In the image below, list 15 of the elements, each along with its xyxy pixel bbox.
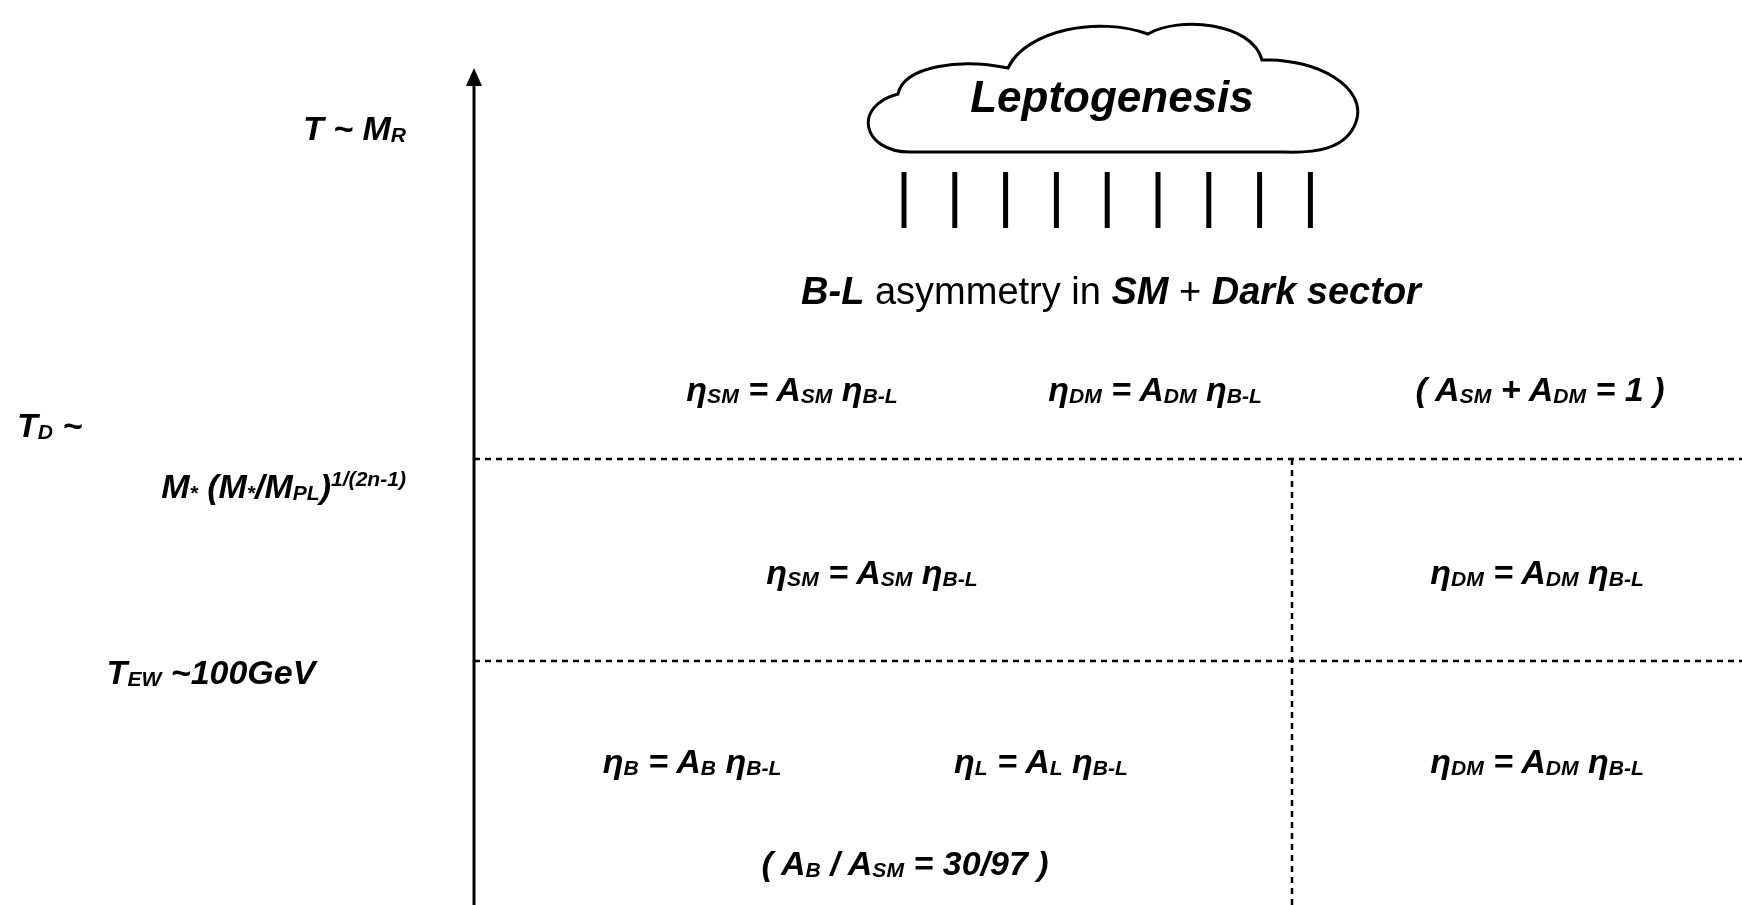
axis-label: M$_{*}$ (M$_{*}$/M$_{PL}$)$^{1/(2n-1)}$ (161, 465, 406, 507)
equation: η$_{L}$ = A$_{L}$ η$_{B-L}$ (954, 740, 1128, 782)
equation: η$_{B}$ = A$_{B}$ η$_{B-L}$ (602, 740, 782, 782)
equation: ( A$_{SM}$ + A$_{DM}$ = 1 ) (1415, 368, 1665, 410)
axis-label: T$_{EW}$ ~100GeV (106, 651, 316, 693)
equation: η$_{SM}$ = A$_{SM}$ η$_{B-L}$ (766, 551, 978, 593)
equation: ( A$_{B}$ / A$_{SM}$ = 30/97 ) (761, 842, 1049, 884)
statement-text: B-L asymmetry in SM + Dark sector (801, 269, 1421, 315)
equation: η$_{SM}$ = A$_{SM}$ η$_{B-L}$ (686, 368, 898, 410)
axis-label: T$_{D}$ ~ (17, 404, 83, 446)
axis-label: T ~ M$_{R}$ (302, 107, 406, 149)
equation: η$_{DM}$ = A$_{DM}$ η$_{B-L}$ (1048, 368, 1262, 410)
equation: η$_{DM}$ = A$_{DM}$ η$_{B-L}$ (1430, 740, 1644, 782)
node-title: Leptogenesis (969, 72, 1255, 122)
equation: η$_{DM}$ = A$_{DM}$ η$_{B-L}$ (1430, 551, 1644, 593)
